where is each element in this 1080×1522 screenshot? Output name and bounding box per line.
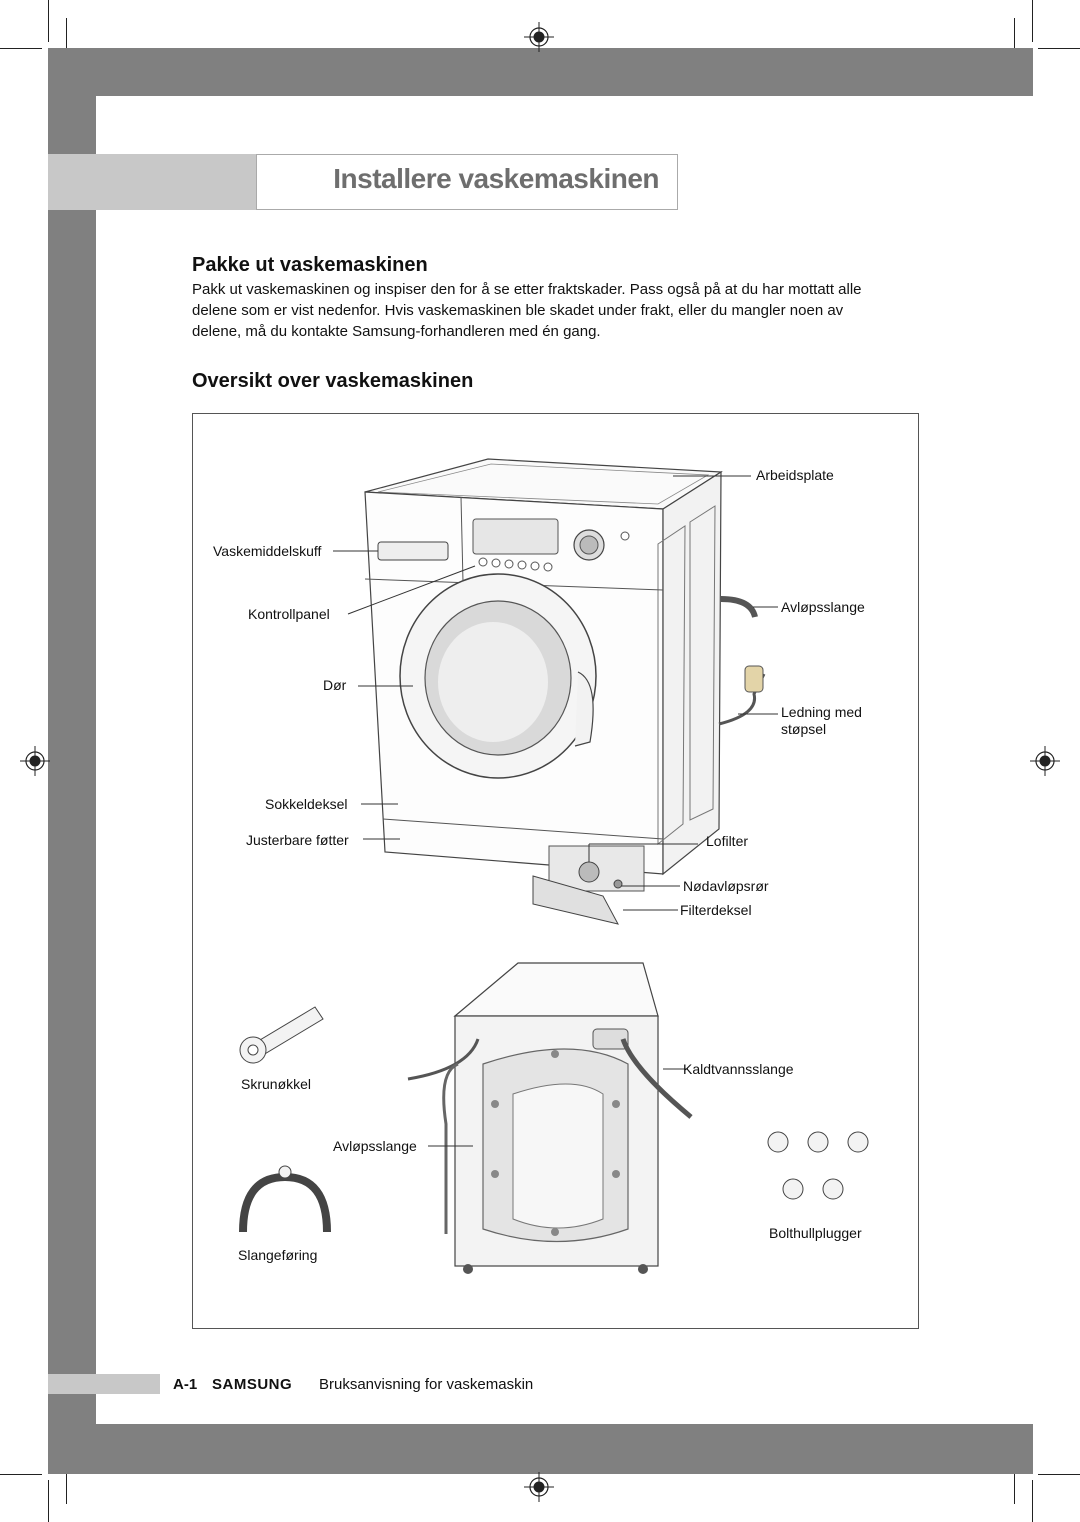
footer-brand: SAMSUNG	[212, 1376, 293, 1393]
crop-mark	[48, 0, 49, 42]
footer-tab-grey	[48, 1374, 160, 1394]
crop-mark	[1032, 1480, 1033, 1522]
registration-mark-icon	[1030, 746, 1060, 776]
section-heading-overview: Oversikt over vaskemaskinen	[192, 370, 474, 392]
crop-mark	[1014, 1474, 1015, 1504]
diagram-frame: Arbeidsplate Vaskemiddelskuff Kontrollpa…	[192, 413, 919, 1329]
washing-machine-illustration	[239, 458, 869, 1274]
crop-mark	[0, 48, 42, 49]
title-box: Installere vaskemaskinen	[256, 154, 678, 210]
crop-mark	[1014, 18, 1015, 48]
registration-mark-icon	[524, 22, 554, 52]
crop-mark	[1038, 48, 1080, 49]
label-arbeidsplate: Arbeidsplate	[756, 467, 834, 483]
label-filterdeksel: Filterdeksel	[680, 902, 752, 918]
footer-page-number: A-1	[173, 1376, 198, 1393]
left-band	[48, 48, 96, 1474]
bottom-band	[48, 1424, 1033, 1474]
crop-mark	[48, 1480, 49, 1522]
label-lofilter: Lofilter	[706, 833, 749, 849]
crop-mark	[66, 18, 67, 48]
label-vaskemiddelskuff: Vaskemiddelskuff	[213, 543, 322, 559]
label-kontrollpanel: Kontrollpanel	[248, 606, 330, 622]
label-bolthullplugger: Bolthullplugger	[769, 1225, 862, 1241]
label-avlopsslange-top: Avløpsslange	[781, 599, 865, 615]
section-heading-unpack: Pakke ut vaskemaskinen	[192, 254, 428, 276]
label-ledning-line2: støpsel	[781, 721, 827, 737]
registration-mark-icon	[20, 746, 50, 776]
title-tab-grey	[48, 154, 256, 210]
page-title: Installere vaskemaskinen	[333, 163, 659, 194]
label-ledning-line1: Ledning med	[781, 704, 862, 720]
section-body-unpack: Pakk ut vaskemaskinen og inspiser den fo…	[192, 281, 862, 340]
label-justerbare-fotter: Justerbare føtter	[246, 832, 349, 848]
label-nodavlopsror: Nødavløpsrør	[683, 878, 769, 894]
label-dor: Dør	[323, 677, 347, 693]
footer-doc-title: Bruksanvisning for vaskemaskin	[319, 1376, 534, 1393]
label-kaldtvannsslange: Kaldtvannsslange	[683, 1061, 794, 1077]
crop-mark	[1038, 1474, 1080, 1475]
registration-mark-icon	[524, 1472, 554, 1502]
crop-mark	[66, 1474, 67, 1504]
label-skrunokkel: Skrunøkkel	[241, 1076, 312, 1092]
label-avlopsslange-bottom: Avløpsslange	[333, 1138, 417, 1154]
crop-mark	[0, 1474, 42, 1475]
crop-mark	[1032, 0, 1033, 42]
top-band	[48, 48, 1033, 96]
label-slangeforing: Slangeføring	[238, 1247, 318, 1263]
label-sokkeldeksel: Sokkeldeksel	[265, 796, 348, 812]
